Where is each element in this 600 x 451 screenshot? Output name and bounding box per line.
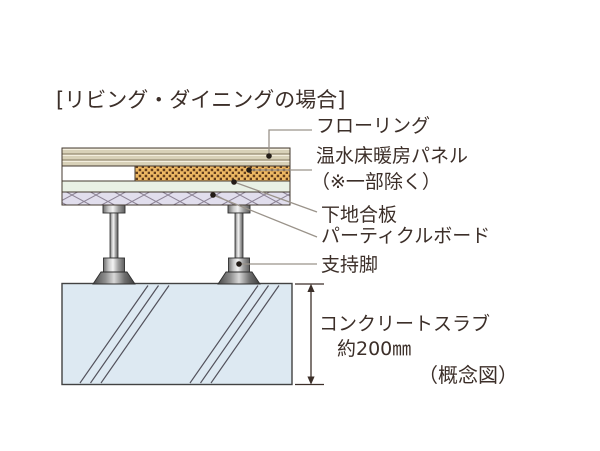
label-conceptual-diagram-note: （概念図） [418, 363, 518, 387]
diagram-title: [リビング・ダイニングの場合] [56, 88, 346, 112]
flooring-layer [61, 147, 291, 167]
heating-panel-layer [134, 165, 291, 182]
marker-dot-subfloor-plywood [231, 179, 237, 185]
leader-subfloor-plywood [233, 181, 318, 213]
marker-dot-particle-board [210, 192, 216, 198]
concrete-slab-texture-lines [79, 285, 280, 384]
dimension-arrow-slab-thickness [295, 283, 324, 386]
leader-flooring [268, 129, 312, 156]
label-flooring: フローリング [316, 115, 431, 137]
leader-lines [210, 129, 318, 267]
label-particle-board: パーティクルボード [321, 225, 491, 247]
leader-particle-board [212, 194, 318, 238]
particle-board-layer [61, 191, 291, 206]
label-support-leg: 支持脚 [321, 254, 379, 276]
label-slab-thickness: 約200㎜ [337, 338, 412, 360]
support-leg-right [217, 204, 261, 285]
label-heating-panel: 温水床暖房パネル [316, 145, 469, 167]
label-subfloor-plywood: 下地合板 [321, 204, 398, 226]
label-concrete-slab: コンクリートスラブ [319, 313, 491, 335]
marker-dot-flooring [266, 153, 272, 159]
marker-dot-heating-panel [246, 167, 252, 173]
concrete-slab [61, 282, 293, 386]
marker-dot-support-leg [236, 261, 242, 267]
label-heating-panel-note: （※一部除く） [311, 171, 441, 193]
support-leg-left [92, 204, 136, 285]
